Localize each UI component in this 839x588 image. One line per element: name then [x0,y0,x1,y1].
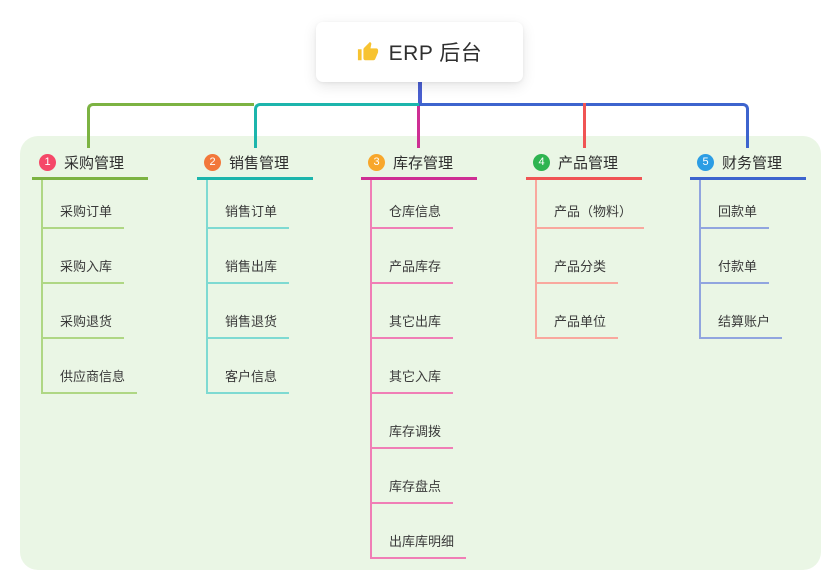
child-node[interactable]: 采购入库 [43,229,137,284]
branch-finance: 5 财务管理 回款单 付款单 结算账户 [690,148,806,339]
child-node[interactable]: 其它入库 [372,339,466,394]
child-node[interactable]: 产品库存 [372,229,466,284]
connector-root-stem [418,80,422,106]
child-label: 采购入库 [43,256,125,284]
branch-purchase: 1 采购管理 采购订单 采购入库 采购退货 供应商信息 [32,148,148,394]
child-label: 产品分类 [537,256,619,284]
connector-branch-sales [254,103,419,148]
child-label: 客户信息 [208,366,290,394]
diagram-background [20,136,821,570]
branch-label: 采购管理 [64,155,125,172]
thumbs-up-icon [357,41,378,61]
child-label: 结算账户 [701,311,783,339]
child-label: 库存盘点 [372,476,454,504]
connector-branch-inventory [417,106,420,148]
branch-inventory: 3 库存管理 仓库信息 产品库存 其它出库 其它入库 库存调拨 库存盘点 出库库… [361,148,477,559]
branch-number-badge: 1 [39,154,56,171]
child-label: 供应商信息 [43,366,138,394]
child-node[interactable]: 销售订单 [208,180,290,229]
branch-children-product: 产品（物料） 产品分类 产品单位 [535,180,645,339]
child-node[interactable]: 产品分类 [537,229,644,284]
branch-header-finance[interactable]: 5 财务管理 [690,148,806,180]
child-label: 产品单位 [537,311,619,339]
child-label: 回款单 [701,201,770,229]
root-label: ERP 后台 [388,42,483,65]
child-node[interactable]: 客户信息 [208,339,290,394]
branch-number-badge: 4 [533,154,550,171]
child-node[interactable]: 付款单 [701,229,782,284]
branch-header-purchase[interactable]: 1 采购管理 [32,148,148,180]
branch-label: 产品管理 [558,155,619,172]
child-label: 销售订单 [208,201,290,229]
child-node[interactable]: 采购订单 [43,180,137,229]
connector-branch-product [583,103,586,148]
branch-children-purchase: 采购订单 采购入库 采购退货 供应商信息 [41,180,138,394]
branch-children-finance: 回款单 付款单 结算账户 [699,180,783,339]
child-label: 产品（物料） [537,201,645,229]
child-label: 付款单 [701,256,770,284]
branch-sales: 2 销售管理 销售订单 销售出库 销售退货 客户信息 [197,148,313,394]
branch-header-product[interactable]: 4 产品管理 [526,148,642,180]
child-node[interactable]: 其它出库 [372,284,466,339]
child-label: 销售出库 [208,256,290,284]
branch-header-sales[interactable]: 2 销售管理 [197,148,313,180]
branch-children-inventory: 仓库信息 产品库存 其它出库 其它入库 库存调拨 库存盘点 出库库明细 [370,180,467,559]
child-node[interactable]: 销售出库 [208,229,290,284]
child-node[interactable]: 结算账户 [701,284,783,339]
branch-label: 库存管理 [393,155,454,172]
branch-number-badge: 2 [204,154,221,171]
child-node[interactable]: 库存盘点 [372,449,466,504]
child-node[interactable]: 产品（物料） [537,180,645,229]
child-label: 销售退货 [208,311,290,339]
child-node[interactable]: 仓库信息 [372,180,466,229]
child-node[interactable]: 供应商信息 [43,339,138,394]
connector-branch-purchase [87,103,254,148]
branch-label: 销售管理 [229,155,290,172]
child-node[interactable]: 库存调拨 [372,394,466,449]
child-label: 其它出库 [372,311,454,339]
root-node[interactable]: ERP 后台 [316,22,523,82]
child-node[interactable]: 出库库明细 [372,504,467,559]
branch-product: 4 产品管理 产品（物料） 产品分类 产品单位 [526,148,645,339]
child-label: 库存调拨 [372,421,454,449]
child-label: 采购订单 [43,201,125,229]
child-node[interactable]: 销售退货 [208,284,290,339]
child-node[interactable]: 回款单 [701,180,782,229]
child-label: 仓库信息 [372,201,454,229]
branch-label: 财务管理 [722,155,783,172]
branch-children-sales: 销售订单 销售出库 销售退货 客户信息 [206,180,290,394]
branch-number-badge: 5 [697,154,714,171]
child-node[interactable]: 产品单位 [537,284,644,339]
child-label: 其它入库 [372,366,454,394]
child-label: 产品库存 [372,256,454,284]
child-node[interactable]: 采购退货 [43,284,137,339]
branch-number-badge: 3 [368,154,385,171]
child-label: 采购退货 [43,311,125,339]
branch-header-inventory[interactable]: 3 库存管理 [361,148,477,180]
child-label: 出库库明细 [372,531,467,559]
